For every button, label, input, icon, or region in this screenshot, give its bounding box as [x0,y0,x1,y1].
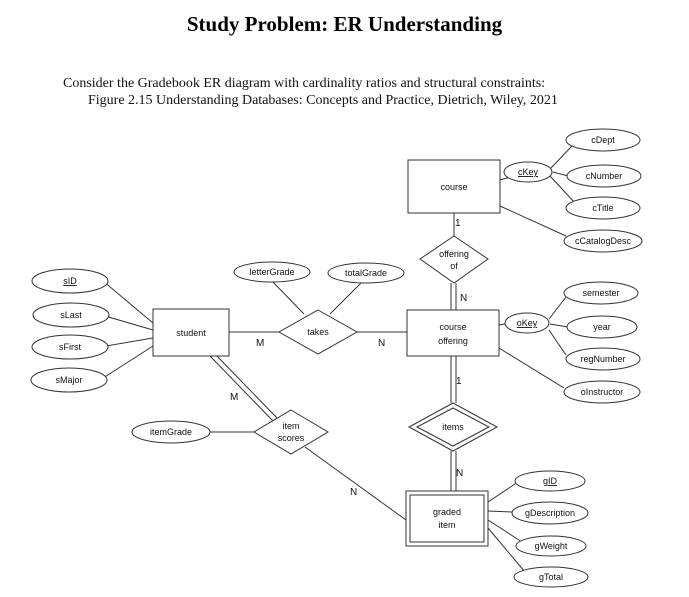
attribute-totalgrade: totalGrade [327,262,405,284]
attribute-okey-label: oKey [517,318,538,328]
connector-graded-item-gdescription [487,510,513,513]
caption-line-1: Consider the Gradebook ER diagram with c… [63,76,546,91]
caption-line-2: Figure 2.15 Understanding Databases: Con… [88,93,558,108]
connector-student-slast [104,315,154,331]
connector-okey-year [549,323,569,328]
relationship-takes: takes [277,309,359,355]
attribute-sid: sID [31,268,109,294]
cardinality-takes-course-offering: N [378,338,385,349]
cardinality-course-offering-items: 1 [456,376,462,387]
attribute-gdescription-label: gDescription [525,508,575,518]
connector-takes-totalgrade [329,281,363,315]
attribute-ctitle-label: cTitle [592,203,613,213]
connector-graded-item-gweight [487,519,523,543]
attribute-smajor: sMajor [30,367,108,393]
relationship-offering-of-label-1: offering [439,249,469,259]
connector-student-sfirst [105,337,154,347]
attribute-okey: oKey [504,312,550,334]
connector-course-offering-oinstructor [498,347,565,389]
attribute-itemgrade-label: itemGrade [150,427,192,437]
entity-student-label: student [176,328,206,338]
attribute-cnumber: cNumber [566,164,642,188]
attribute-regnumber: regNumber [565,347,641,371]
relationship-offering-of: offering of [419,235,489,284]
attribute-lettergrade: letterGrade [233,261,311,283]
attribute-sfirst: sFirst [31,334,109,360]
connector-takes-lettergrade [271,280,305,315]
attribute-ctitle: cTitle [565,196,641,220]
attribute-cdept: cDept [565,128,641,152]
connector-ckey-ctitle [549,175,576,204]
attribute-smajor-label: sMajor [55,375,82,385]
attribute-gweight: gWeight [515,535,587,557]
connector-graded-item-gid [487,481,519,503]
identifying-relationship-items: items [407,402,499,452]
relationship-item-scores-label-2: scores [278,433,305,443]
connector-student-item-scores-2 [213,352,278,419]
entity-course-offering: course offering [406,309,500,357]
attribute-year-label: year [593,322,611,332]
attribute-semester: semester [563,281,639,305]
entity-course-label: course [440,182,467,192]
cardinality-offering-of-course-offering: N [460,293,467,304]
connectors [99,145,576,573]
attribute-semester-label: semester [582,288,619,298]
attribute-totalgrade-label: totalGrade [345,268,387,278]
relationship-item-scores-label-1: item [282,421,299,431]
entity-course-offering-label-2: offering [438,336,468,346]
relationship-items-label: items [442,422,464,432]
attribute-itemgrade: itemGrade [131,420,211,444]
entity-graded-item-label-1: graded [433,507,461,517]
attribute-oinstructor-label: oInstructor [581,387,624,397]
entity-graded-item-label-2: item [438,520,455,530]
connector-course-ccatalogdesc [499,205,567,237]
attribute-slast-label: sLast [60,310,82,320]
attribute-sfirst-label: sFirst [59,342,81,352]
connector-student-item-scores [209,355,274,422]
attribute-ccatalogdesc-label: cCatalogDesc [575,236,632,246]
attribute-cnumber-label: cNumber [586,171,623,181]
cardinality-course-offering-of: 1 [455,218,461,229]
attribute-gtotal-label: gTotal [539,572,563,582]
connector-graded-item-gtotal [487,527,526,573]
attribute-gdescription: gDescription [511,501,589,525]
connector-ckey-cnumber [552,171,569,177]
cardinality-student-takes: M [256,338,264,349]
cardinality-items-graded-item: N [456,468,463,479]
connector-ckey-cdept [550,145,573,169]
attribute-oinstructor: oInstructor [563,380,641,404]
connector-item-scores-graded-item [304,446,407,521]
attribute-slast: sLast [32,302,110,328]
attribute-gweight-label: gWeight [535,541,568,551]
attribute-sid-label: sID [63,276,77,286]
cardinality-item-scores-graded-item: N [350,487,357,498]
connector-okey-semester [548,296,567,320]
attribute-cdept-label: cDept [591,135,615,145]
cardinality-student-item-scores: M [230,392,238,403]
connector-student-smajor [99,345,154,381]
attribute-gtotal: gTotal [513,566,589,588]
connector-okey-regnumber [548,329,567,356]
connector-course-offering-okey [498,323,506,326]
page-title: Study Problem: ER Understanding [186,12,503,36]
entity-student: student [152,308,230,357]
attribute-ckey-label: cKey [518,167,539,177]
entity-course: course [407,159,501,214]
weak-entity-graded-item: graded item [405,490,489,547]
attribute-gid-label: gID [543,476,558,486]
attribute-lettergrade-label: letterGrade [249,267,294,277]
relationship-item-scores: item scores [253,409,329,455]
attribute-ccatalogdesc: cCatalogDesc [563,229,643,253]
relationship-offering-of-label-2: of [450,261,458,271]
connector-student-sid [102,280,154,324]
attribute-year: year [566,315,638,339]
relationship-takes-label: takes [307,327,329,337]
attribute-regnumber-label: regNumber [580,354,625,364]
attribute-ckey: cKey [503,161,553,183]
entity-course-offering-label-1: course [439,322,466,332]
attribute-gid: gID [514,470,586,492]
